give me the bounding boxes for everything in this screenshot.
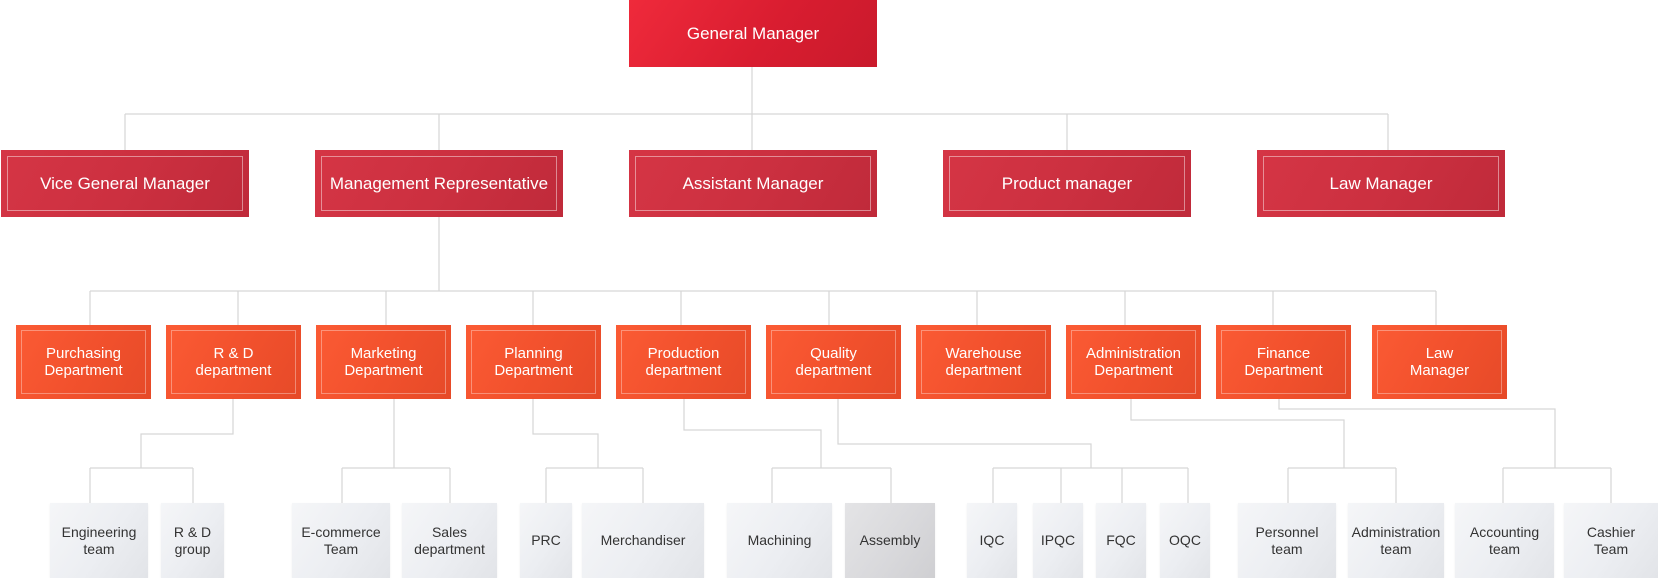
node-label: Cashier Team <box>1586 523 1636 557</box>
node-fqc[interactable]: FQC <box>1096 503 1146 578</box>
node-label: IPQC <box>1040 532 1076 548</box>
node-label: Finance Department <box>1244 345 1323 379</box>
node-administration-team[interactable]: Administration team <box>1348 503 1444 578</box>
node-ecommerce-team[interactable]: E-commerce Team <box>292 503 390 578</box>
node-label: Warehouse department <box>945 345 1022 379</box>
node-administration-department[interactable]: Administration Department <box>1066 325 1201 399</box>
node-machining[interactable]: Machining <box>727 503 832 578</box>
node-label: OQC <box>1169 532 1201 548</box>
node-planning-department[interactable]: Planning Department <box>466 325 601 399</box>
node-cashier-team[interactable]: Cashier Team <box>1564 503 1658 578</box>
node-label: Administration team <box>1351 523 1441 557</box>
node-finance-department[interactable]: Finance Department <box>1216 325 1351 399</box>
node-label: Management Representative <box>329 173 549 193</box>
node-label: General Manager <box>686 23 820 43</box>
node-rd-group[interactable]: R & D group <box>161 503 224 578</box>
node-sales-department[interactable]: Sales department <box>402 503 497 578</box>
node-label: FQC <box>1106 532 1136 548</box>
node-marketing-department[interactable]: Marketing Department <box>316 325 451 399</box>
node-label: E-commerce Team <box>301 523 381 557</box>
node-label: Personnel team <box>1255 523 1319 557</box>
node-label: R & D group <box>173 523 212 557</box>
node-label: Production department <box>645 345 722 379</box>
node-label: Machining <box>747 532 812 548</box>
node-production-department[interactable]: Production department <box>616 325 751 399</box>
node-label: Law Manager <box>1409 345 1470 379</box>
node-label: Vice General Manager <box>40 173 210 193</box>
node-management-representative[interactable]: Management Representative <box>315 150 563 217</box>
node-label: Assistant Manager <box>682 173 824 193</box>
node-merchandiser[interactable]: Merchandiser <box>582 503 704 578</box>
node-accounting-team[interactable]: Accounting team <box>1455 503 1554 578</box>
node-purchasing-department[interactable]: Purchasing Department <box>16 325 151 399</box>
node-label: Administration Department <box>1085 345 1182 379</box>
node-label: Merchandiser <box>600 532 686 548</box>
node-law-manager-department[interactable]: Law Manager <box>1372 325 1507 399</box>
node-label: Engineering team <box>61 523 137 557</box>
connector-line <box>1278 399 1556 468</box>
node-assistant-manager[interactable]: Assistant Manager <box>629 150 877 217</box>
node-label: PRC <box>531 532 561 548</box>
connector-line <box>683 399 822 468</box>
node-oqc[interactable]: OQC <box>1160 503 1210 578</box>
node-product-manager[interactable]: Product manager <box>943 150 1191 217</box>
connector-line <box>837 399 1092 468</box>
node-rd-department[interactable]: R & D department <box>166 325 301 399</box>
node-label: Product manager <box>1001 173 1133 193</box>
node-label: Quality department <box>795 345 872 379</box>
node-label: Accounting team <box>1469 523 1540 557</box>
connector-line <box>140 399 234 468</box>
node-label: IQC <box>979 532 1005 548</box>
node-personnel-team[interactable]: Personnel team <box>1238 503 1336 578</box>
node-prc[interactable]: PRC <box>520 503 572 578</box>
node-engineering-team[interactable]: Engineering team <box>50 503 148 578</box>
node-ipqc[interactable]: IPQC <box>1033 503 1083 578</box>
node-label: Sales department <box>414 523 485 557</box>
connector-line <box>532 399 599 468</box>
node-label: Law Manager <box>1329 173 1433 193</box>
node-label: Purchasing Department <box>44 345 123 379</box>
node-vice-general-manager[interactable]: Vice General Manager <box>1 150 249 217</box>
node-assembly[interactable]: Assembly <box>845 503 935 578</box>
connector-line <box>1130 399 1345 468</box>
node-warehouse-department[interactable]: Warehouse department <box>916 325 1051 399</box>
node-quality-department[interactable]: Quality department <box>766 325 901 399</box>
node-label: Planning Department <box>494 345 573 379</box>
node-label: Marketing Department <box>344 345 423 379</box>
node-label: R & D department <box>195 345 272 379</box>
node-iqc[interactable]: IQC <box>967 503 1017 578</box>
node-law-manager[interactable]: Law Manager <box>1257 150 1505 217</box>
node-label: Assembly <box>859 532 921 548</box>
node-general-manager[interactable]: General Manager <box>629 0 877 67</box>
